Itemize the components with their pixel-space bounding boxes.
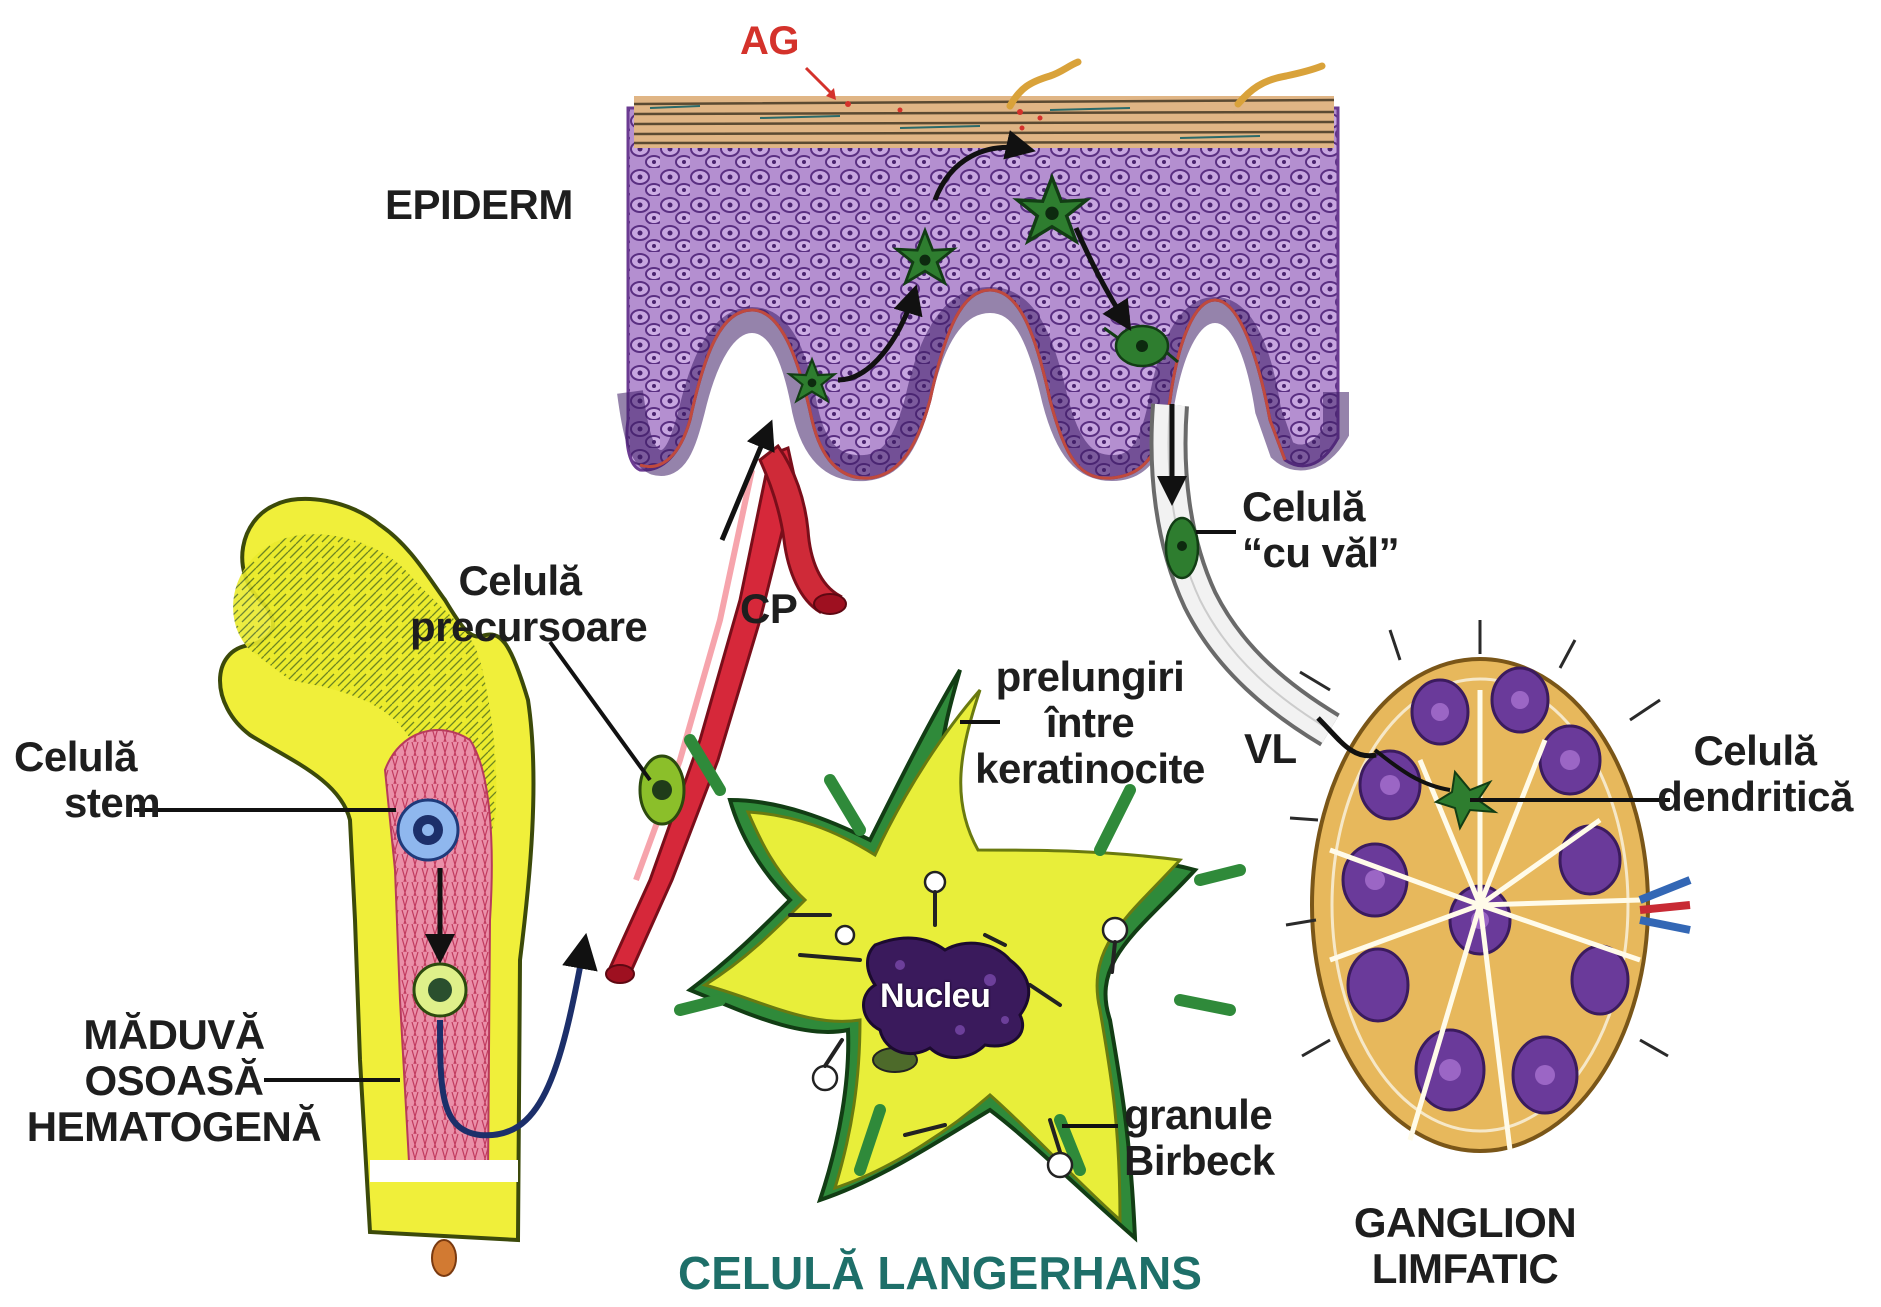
dendritic-cell-label-line-1: Celulă [1640, 728, 1870, 774]
lymph-node-label-line-2: LIMFATIC [1315, 1246, 1615, 1292]
nucleus-label: Nucleu [880, 978, 990, 1014]
lymph-node [1286, 620, 1690, 1151]
birbeck-label-line-1: granule [1124, 1092, 1275, 1138]
capillary-label: CP [740, 586, 797, 632]
stratum-corneum [634, 96, 1334, 148]
bone-marrow-label: MĂDUVĂ OSOASĂ HEMATOGENĂ [14, 1012, 334, 1150]
lymphatic-vessel-label: VL [1244, 726, 1297, 772]
birbeck-granules-label: granule Birbeck [1124, 1092, 1275, 1184]
lymph-node-label-line-1: GANGLION [1315, 1200, 1615, 1246]
stem-cell-label: Celulă stem [14, 734, 160, 826]
ag-pointer [806, 68, 832, 94]
langerhans-cell-title: CELULĂ LANGERHANS [678, 1250, 1202, 1296]
precursor-cell-label-line-1: Celulă [410, 558, 630, 604]
precursor-cell-icon [640, 756, 684, 824]
marrow-progenitor-icon [414, 964, 466, 1016]
bone-marrow-label-line-3: HEMATOGENĂ [14, 1104, 334, 1150]
dendritic-cell-label-line-2: dendritică [1640, 774, 1870, 820]
veiled-cell-label: Celulă “cu văl” [1242, 484, 1399, 576]
epidermis-label: EPIDERM [385, 182, 573, 228]
extensions-label-line-1: prelungiri [970, 654, 1210, 700]
precursor-cell-leader [550, 642, 650, 780]
veiled-cell-label-line-1: Celulă [1242, 484, 1399, 530]
bone-marrow-label-line-1: MĂDUVĂ [14, 1012, 334, 1058]
lymph-node-label: GANGLION LIMFATIC [1315, 1200, 1615, 1292]
epidermis-tissue [627, 108, 1338, 478]
veiled-cell-label-line-2: “cu văl” [1242, 530, 1399, 576]
precursor-cell-label: Celulă precursoare [410, 558, 630, 650]
veiled-cell-icon [1166, 518, 1198, 578]
extensions-label-line-2: între [970, 700, 1210, 746]
stem-cell-icon [398, 800, 458, 860]
extensions-label-line-3: keratinocite [970, 746, 1210, 792]
birbeck-label-line-2: Birbeck [1124, 1138, 1275, 1184]
bone-marrow-label-line-2: OSOASĂ [14, 1058, 334, 1104]
stem-cell-label-line-1: Celulă [14, 734, 160, 780]
stem-cell-label-line-2: stem [64, 780, 160, 826]
antigen-label: AG [740, 18, 799, 64]
extensions-label: prelungiri între keratinocite [970, 654, 1210, 792]
dendritic-cell-label: Celulă dendritică [1640, 728, 1870, 820]
precursor-cell-label-line-2: precursoare [410, 604, 630, 650]
